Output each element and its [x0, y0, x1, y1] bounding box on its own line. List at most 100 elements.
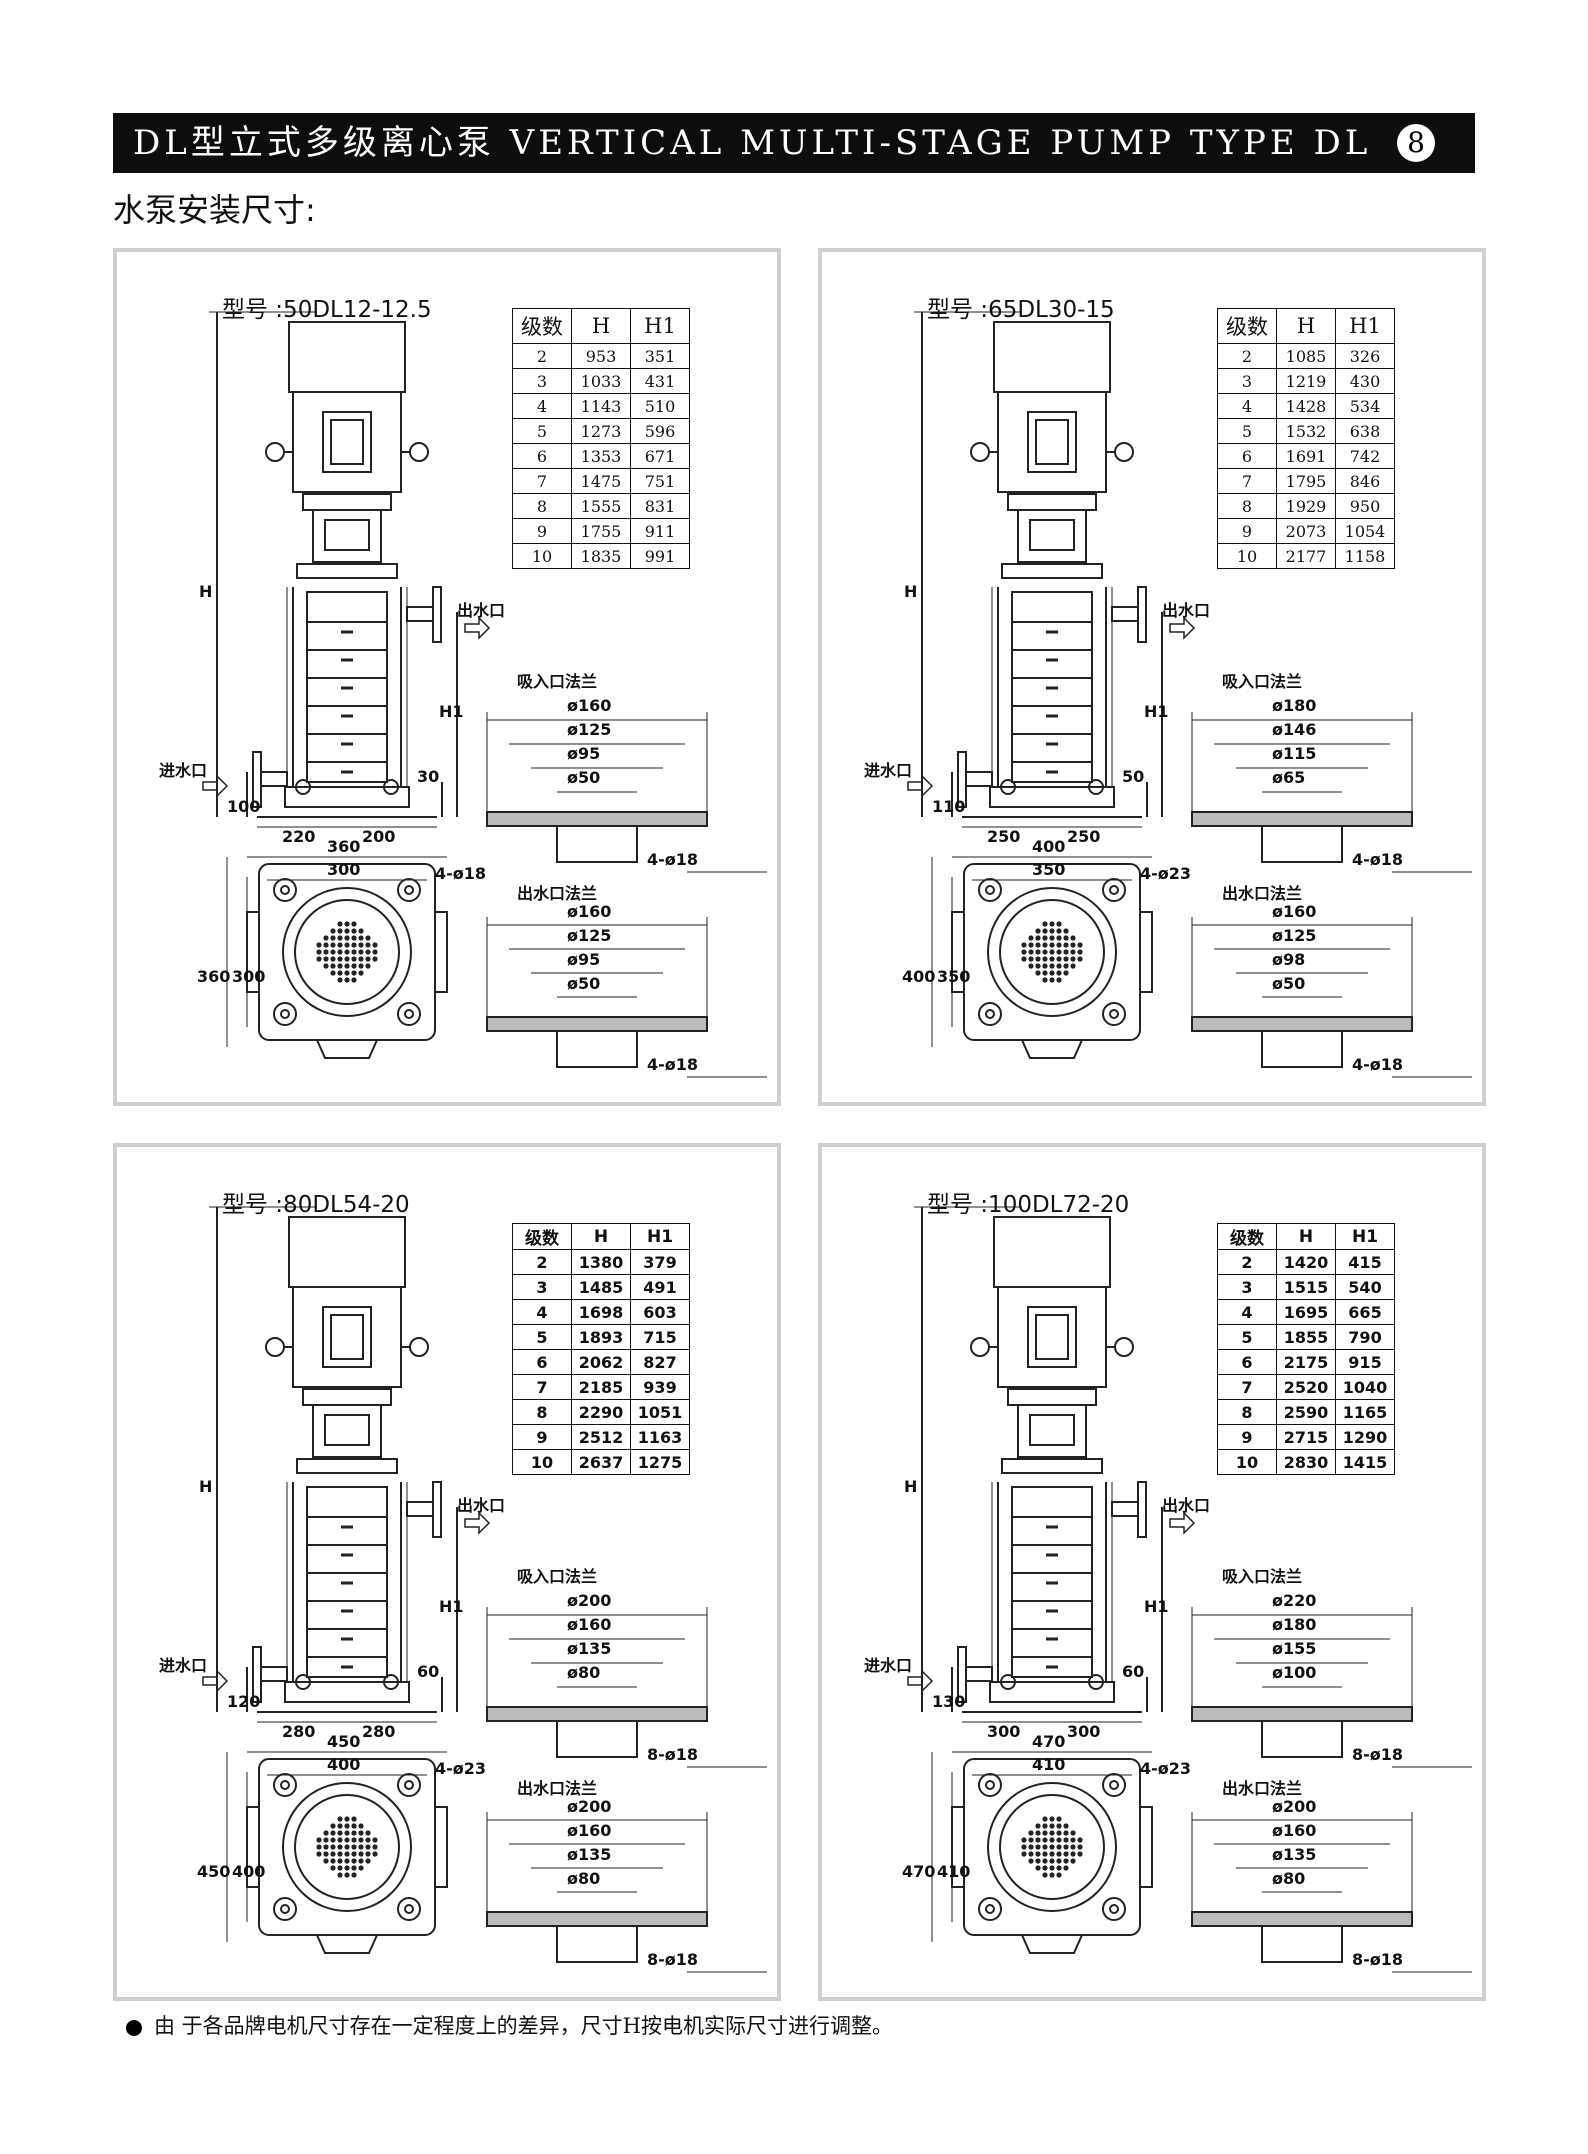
table-cell: 2 — [512, 1249, 572, 1275]
suction-flange-d2: ø146 — [1272, 720, 1317, 739]
dim-plan-outer-width: 450 — [327, 1732, 361, 1751]
table-cell: 8 — [512, 1399, 572, 1425]
dim-inlet-height: 110 — [932, 797, 966, 816]
table-cell: 6 — [1217, 443, 1277, 469]
table-cell: 9 — [1217, 518, 1277, 544]
suction-flange-holes: 4-ø18 — [1352, 850, 1404, 869]
table-cell: 2073 — [1276, 518, 1336, 544]
model-number: 型号 :65DL30-15 — [927, 297, 1115, 323]
table-cell: 5 — [512, 1324, 572, 1350]
dim-plan-outer-width: 360 — [327, 837, 361, 856]
section-subtitle: 水泵安装尺寸: — [113, 191, 316, 229]
table-cell: 534 — [1335, 393, 1395, 419]
table-cell: 827 — [630, 1349, 690, 1375]
table-cell: 2 — [1217, 343, 1277, 369]
dim-plan-inner-width: 350 — [1032, 860, 1066, 879]
table-cell: 4 — [1217, 393, 1277, 419]
outlet-flange-d3: ø98 — [1272, 950, 1306, 969]
bullet-icon — [126, 2019, 142, 2036]
table-cell: 1054 — [1335, 518, 1395, 544]
table-cell: 671 — [630, 443, 690, 469]
page-header: DL型立式多级离心泵 VERTICAL MULTI-STAGE PUMP TYP… — [113, 113, 1475, 173]
dim-label-h1: H1 — [1144, 702, 1169, 721]
model-number: 型号 :50DL12-12.5 — [222, 297, 432, 323]
table-cell: 2175 — [1276, 1349, 1336, 1375]
table-cell: 5 — [1217, 418, 1277, 444]
outlet-flange-d4: ø80 — [567, 1869, 601, 1888]
suction-flange-d2: ø180 — [1272, 1615, 1317, 1634]
table-cell: 510 — [630, 393, 690, 419]
dim-label-h1: H1 — [1144, 1597, 1169, 1616]
suction-flange-title: 吸入口法兰 — [517, 1567, 598, 1586]
dim-base-right: 200 — [362, 827, 396, 846]
outlet-flange-title: 出水口法兰 — [1222, 1779, 1303, 1798]
table-header-cell: 级数 — [512, 1223, 572, 1250]
inlet-label: 进水口 — [864, 761, 913, 780]
suction-flange-holes: 4-ø18 — [647, 850, 699, 869]
table-header-cell: H — [571, 308, 631, 344]
table-cell: 638 — [1335, 418, 1395, 444]
plan-bolt-holes: 4-ø23 — [1140, 1759, 1192, 1778]
suction-flange-holes: 8-ø18 — [647, 1745, 699, 1764]
footnote: 由 于各品牌电机尺寸存在一定程度上的差异，尺寸H按电机实际尺寸进行调整。 — [126, 2010, 893, 2040]
table-cell: 2590 — [1276, 1399, 1336, 1425]
table-cell: 4 — [1217, 1299, 1277, 1325]
outlet-flange-title: 出水口法兰 — [1222, 884, 1303, 903]
table-cell: 751 — [630, 468, 690, 494]
suction-flange-d4: ø50 — [567, 768, 601, 787]
suction-flange-d3: ø155 — [1272, 1639, 1317, 1658]
suction-flange-d4: ø80 — [567, 1663, 601, 1682]
table-cell: 953 — [571, 343, 631, 369]
table-cell: 6 — [512, 443, 572, 469]
table-cell: 540 — [1335, 1274, 1395, 1300]
table-cell: 3 — [1217, 368, 1277, 394]
table-cell: 7 — [1217, 1374, 1277, 1400]
dim-base-right: 250 — [1067, 827, 1101, 846]
dim-inlet-height: 120 — [227, 1692, 261, 1711]
outlet-flange-title: 出水口法兰 — [517, 1779, 598, 1798]
table-cell: 351 — [630, 343, 690, 369]
dim-inlet-height: 130 — [932, 1692, 966, 1711]
table-cell: 1033 — [571, 368, 631, 394]
plan-bolt-holes: 4-ø18 — [435, 864, 487, 883]
dim-plan-inner-height: 410 — [937, 1862, 971, 1881]
table-cell: 1929 — [1276, 493, 1336, 519]
table-cell: 1158 — [1335, 543, 1395, 569]
dim-plan-outer-height: 450 — [197, 1862, 231, 1881]
table-header-cell: H1 — [630, 308, 690, 344]
table-cell: 939 — [630, 1374, 690, 1400]
table-header-cell: H — [571, 1223, 631, 1250]
table-cell: 950 — [1335, 493, 1395, 519]
table-cell: 4 — [512, 393, 572, 419]
table-cell: 2520 — [1276, 1374, 1336, 1400]
suction-flange-d4: ø100 — [1272, 1663, 1317, 1682]
outlet-flange-d1: ø160 — [1272, 902, 1317, 921]
table-cell: 8 — [1217, 1399, 1277, 1425]
inlet-label: 进水口 — [159, 761, 208, 780]
pump-line-drawing — [202, 1206, 767, 1973]
table-cell: 1143 — [571, 393, 631, 419]
dim-label-h: H — [199, 1477, 213, 1496]
